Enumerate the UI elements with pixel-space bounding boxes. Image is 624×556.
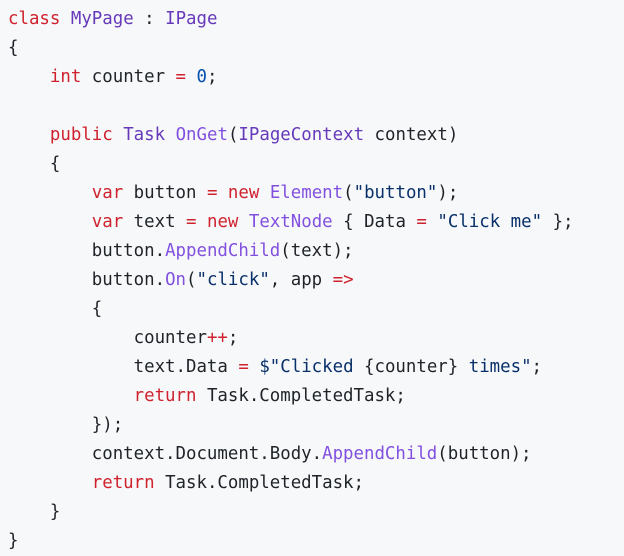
code-token: text.Data [8,357,239,377]
code-token [165,125,175,145]
code-token: (text); [280,241,354,261]
code-token: return [133,386,197,406]
code-token: ( [186,270,197,290]
code-token: $"Clicked [259,357,365,377]
code-token: ; [227,328,239,348]
code-token: On [165,270,187,290]
code-token: IPage [165,9,218,29]
code-token: => [332,270,354,290]
code-token: ++ [206,328,228,348]
code-token: context) [364,125,459,145]
code-line: var button = new Element("button"); [8,179,624,208]
code-token [186,67,196,87]
code-token: { Data [332,212,417,232]
code-token: counter [81,67,176,87]
code-token: Task.CompletedTask; [154,473,364,493]
code-token [8,212,92,232]
code-token: = [186,212,197,232]
code-token: "click" [196,270,270,290]
code-token: public [49,125,113,145]
code-token: button. [8,241,166,261]
code-token: : [133,9,166,29]
code-token: = [206,183,218,203]
code-token: context.Document.Body. [8,444,323,464]
code-token: new [206,212,239,232]
code-line [8,92,624,121]
code-token: 0 [196,67,207,87]
code-token [427,212,437,232]
code-token: { [8,154,61,174]
code-token: ; [207,67,218,87]
code-line: return Task.CompletedTask; [8,382,624,411]
code-token: { [8,38,19,58]
code-line: { [8,295,624,324]
code-token: var [91,212,124,232]
code-token [197,212,207,232]
code-line: counter++; [8,324,624,353]
code-token: text [123,212,187,232]
code-token: ; [531,357,543,377]
code-token: , app [269,270,333,290]
code-token: "Click me" [437,212,543,232]
code-token: { [8,299,103,319]
code-token [8,386,134,406]
code-token [238,212,248,232]
code-token: return [91,473,155,493]
code-token: } [8,502,61,522]
code-token: times" [458,357,532,377]
code-token: IPageContext [238,125,365,145]
code-line: } [8,527,624,556]
code-token [217,183,227,203]
code-token: {counter} [364,357,459,377]
code-token: (button); [437,444,532,464]
code-token [8,67,50,87]
code-token [8,473,92,493]
code-token: ( [343,183,354,203]
code-token [60,9,70,29]
code-line: var text = new TextNode { Data = "Click … [8,208,624,237]
code-line: int counter = 0; [8,63,624,92]
code-token: = [175,67,187,87]
code-token: ( [227,125,239,145]
code-token: var [91,183,124,203]
code-token: class [8,9,61,29]
code-line: { [8,34,624,63]
code-token: counter [8,328,207,348]
code-token: MyPage [70,9,134,29]
code-token: Task [123,125,166,145]
code-token: "button" [353,183,438,203]
code-token: = [238,357,249,377]
code-line: } [8,498,624,527]
code-token: Element [269,183,344,203]
code-token: = [416,212,427,232]
code-token [8,183,92,203]
code-line: button.On("click", app => [8,266,624,295]
code-line: context.Document.Body.AppendChild(button… [8,440,624,469]
code-token: button [123,183,207,203]
code-token: ); [437,183,459,203]
code-token [8,125,50,145]
code-line: { [8,150,624,179]
code-line: button.AppendChild(text); [8,237,624,266]
code-token: } [8,531,19,551]
code-token: AppendChild [165,241,281,261]
code-line: text.Data = $"Clicked {counter} times"; [8,353,624,382]
code-token: TextNode [248,212,333,232]
code-line: return Task.CompletedTask; [8,469,624,498]
code-token: button. [8,270,166,290]
code-token: AppendChild [322,444,438,464]
code-token [249,357,259,377]
code-token: Task.CompletedTask; [196,386,406,406]
code-line: }); [8,411,624,440]
code-line: class MyPage : IPage [8,5,624,34]
code-token: int [49,67,82,87]
code-token: }); [8,415,124,435]
code-line: public Task OnGet(IPageContext context) [8,121,624,150]
code-token [113,125,123,145]
code-token [259,183,269,203]
code-token: }; [542,212,574,232]
code-token: new [227,183,260,203]
code-token: OnGet [175,125,228,145]
